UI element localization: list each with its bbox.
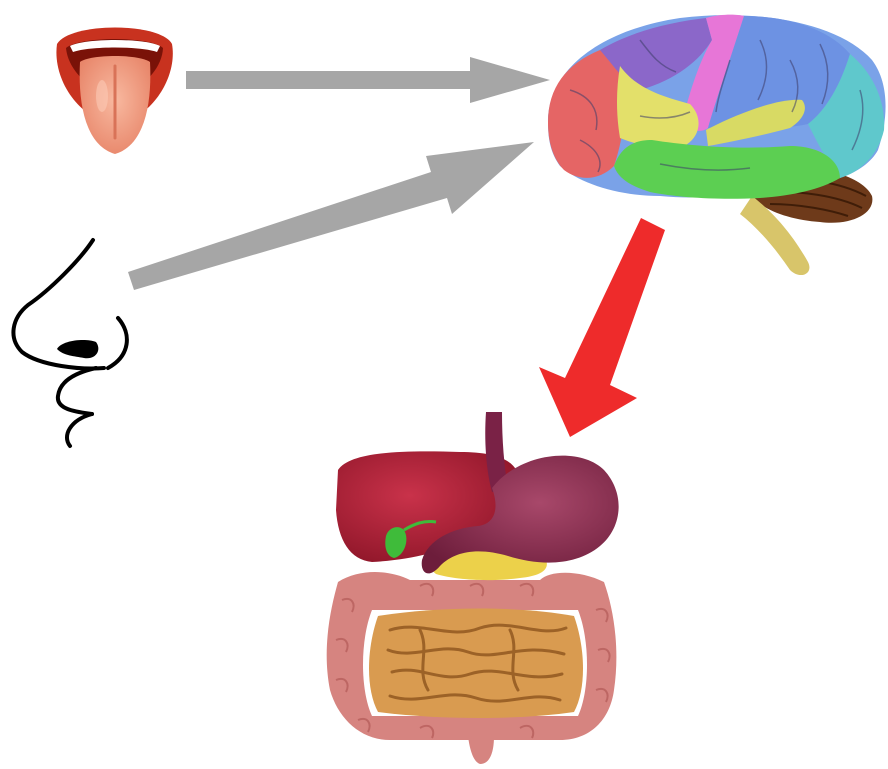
brain-icon	[548, 15, 886, 275]
nose-icon	[13, 240, 126, 446]
arrow-brain-to-digestive	[539, 218, 665, 437]
digestive-system-icon	[327, 412, 619, 764]
arrow-tongue-to-brain	[186, 57, 550, 103]
arrow-nose-to-brain	[128, 142, 534, 290]
tongue-icon	[56, 28, 172, 155]
